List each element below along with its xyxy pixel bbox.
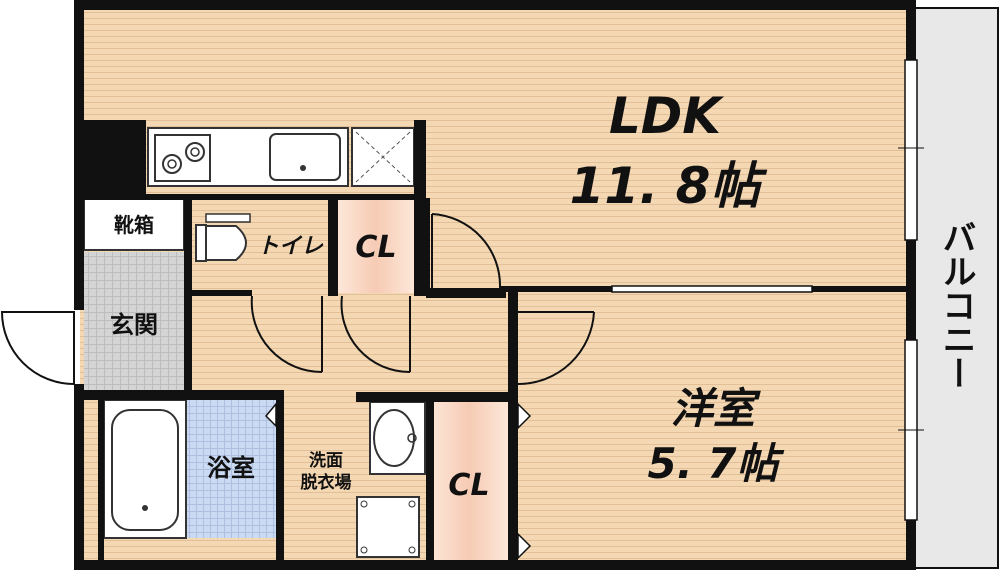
balcony-label: バルコニー	[936, 220, 976, 390]
toilet-label: トイレ	[257, 234, 324, 259]
upper-closet-label: CL	[355, 230, 396, 265]
washing-machine-space	[356, 496, 420, 558]
toilet-icon	[195, 213, 251, 262]
closet-door-upper[interactable]	[340, 295, 411, 374]
refrigerator-space	[351, 127, 415, 187]
closet-doors-lower[interactable]	[264, 401, 532, 560]
ldk-label: LDK	[609, 87, 724, 145]
western-room-label: 洋室	[671, 384, 761, 433]
toilet-door[interactable]	[250, 295, 323, 374]
sliding-door-ldk	[611, 285, 813, 293]
bathtub-icon	[103, 399, 187, 539]
balcony-window	[898, 59, 924, 521]
western-room-door[interactable]	[517, 311, 595, 386]
upper-closet	[338, 198, 414, 293]
entrance-label: 玄関	[110, 311, 158, 339]
washbasin-icon	[369, 401, 426, 475]
washroom-label-line2: 脱衣場	[301, 472, 352, 493]
entrance-floor	[84, 252, 184, 390]
ldk-door[interactable]	[431, 213, 502, 289]
shoe-box-label: 靴箱	[114, 213, 154, 237]
lower-closet-label: CL	[448, 468, 489, 503]
stove-icon	[154, 134, 211, 182]
bath-floor	[186, 400, 276, 538]
ldk-size: 11. 8帖	[570, 157, 768, 215]
washroom-label-line1: 洗面	[309, 450, 343, 471]
entrance-door[interactable]	[0, 311, 75, 386]
bath-label: 浴室	[207, 454, 255, 482]
lower-closet	[430, 400, 508, 562]
western-room-size: 5. 7帖	[647, 439, 784, 488]
shoe-box	[83, 197, 185, 251]
balcony-area	[913, 7, 999, 569]
sink-icon	[269, 133, 341, 181]
